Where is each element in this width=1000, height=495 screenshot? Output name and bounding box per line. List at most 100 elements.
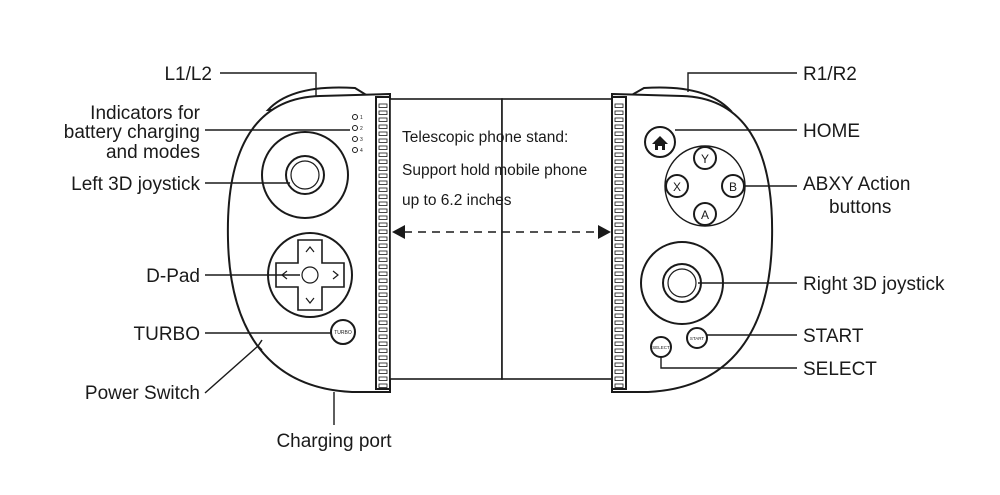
rail-rib [614,292,624,297]
indicator-light [352,114,358,120]
rail-rib [614,278,624,283]
label-abxy-line: ABXY Action [803,174,910,195]
stand-text-line: Telescopic phone stand: [402,129,568,146]
rail-rib [378,264,388,269]
right-rail [611,96,627,390]
rail-rib [378,369,388,374]
right-rail-ribs [614,103,624,388]
rail-rib [614,327,624,332]
label-start: START [803,326,864,347]
label-l1l2: L1/L2 [164,64,212,85]
b-button[interactable]: B [721,174,745,198]
rail-rib [614,208,624,213]
rail-rib [378,355,388,360]
stand-text-line: Support hold mobile phone [402,162,587,179]
labels: L1/L2 Indicators for battery charging an… [64,64,945,452]
rail-rib [614,117,624,122]
y-button-text: Y [701,152,709,166]
rail-rib [378,299,388,304]
rail-rib [614,124,624,129]
rail-rib [614,348,624,353]
rail-rib [614,271,624,276]
rail-rib [614,383,624,388]
stand-text-line: up to 6.2 inches [402,192,512,209]
select-button-text: SELECT [652,345,670,350]
label-power-switch: Power Switch [85,383,200,404]
rail-rib [378,327,388,332]
rail-rib [378,215,388,220]
label-indicators-line: and modes [106,142,200,163]
start-button[interactable]: START [686,327,708,349]
rail-rib [614,138,624,143]
rail-rib [378,180,388,185]
label-abxy-line: buttons [829,197,891,218]
rail-rib [378,194,388,199]
rail-rib [614,236,624,241]
leader-power-switch [204,345,259,394]
indicator-lights: 1 2 3 4 [352,114,363,154]
turbo-button[interactable]: TURBO [330,319,356,345]
rail-rib [378,208,388,213]
rail-rib [378,250,388,255]
rail-rib [378,117,388,122]
rail-rib [378,341,388,346]
rail-rib [614,355,624,360]
rail-rib [378,152,388,157]
indicator-number: 2 [360,126,363,132]
rail-rib [378,131,388,136]
x-button[interactable]: X [665,174,689,198]
label-turbo: TURBO [134,324,201,345]
rail-rib [378,124,388,129]
rail-rib [614,362,624,367]
right-joystick[interactable] [640,241,724,325]
power-switch[interactable] [257,339,263,351]
rail-rib [614,166,624,171]
label-indicators-line: battery charging [64,122,200,143]
select-button[interactable]: SELECT [650,336,672,358]
rail-rib [378,103,388,108]
label-indicators-line: Indicators for [90,103,200,124]
left-joystick[interactable] [261,131,349,219]
leader-select [660,357,797,369]
a-button[interactable]: A [693,202,717,226]
rail-rib [378,236,388,241]
rail-rib [378,362,388,367]
leader-lines [204,72,797,425]
left-controller: 1 2 3 4 TURBO [226,86,391,393]
rail-rib [378,271,388,276]
start-button-text: START [690,336,705,341]
stand-panel-right [501,98,613,380]
dpad-cross [275,239,345,311]
rail-rib [614,215,624,220]
rail-rib [378,320,388,325]
leader-r1r2 [687,72,797,92]
rail-rib [614,369,624,374]
rail-rib [614,229,624,234]
indicator-light [352,136,358,142]
rail-rib [378,159,388,164]
turbo-button-text: TURBO [334,330,352,336]
rail-rib [614,341,624,346]
rail-rib [614,187,624,192]
label-right-joystick: Right 3D joystick [803,274,945,295]
rail-rib [378,306,388,311]
y-button[interactable]: Y [693,146,717,170]
label-home: HOME [803,121,860,142]
indicator-number: 4 [360,148,363,154]
rail-rib [614,103,624,108]
a-button-text: A [701,208,709,222]
rail-rib [378,257,388,262]
rail-rib [378,229,388,234]
indicator-light [352,125,358,131]
rail-rib [378,145,388,150]
rail-rib [378,383,388,388]
double-arrow-icon [392,225,611,239]
rail-rib [614,194,624,199]
rail-rib [378,348,388,353]
rail-rib [614,201,624,206]
left-rail-ribs [378,103,388,388]
rail-rib [614,257,624,262]
home-button[interactable] [644,126,676,158]
rail-rib [614,334,624,339]
dpad[interactable] [267,232,353,318]
